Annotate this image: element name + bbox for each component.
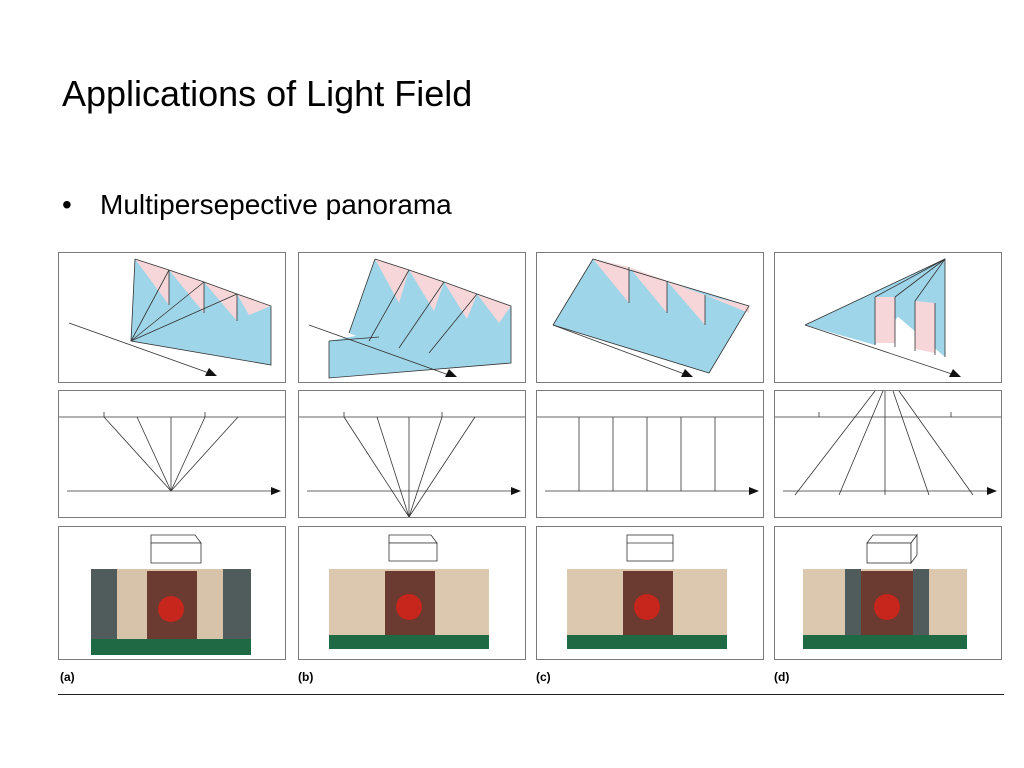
scene-panel-d	[774, 526, 1002, 660]
scene-panel-c	[536, 526, 764, 660]
bullet-dot: •	[62, 189, 72, 220]
figure-label-c: (c)	[536, 670, 551, 684]
slide-title: Applications of Light Field	[62, 73, 473, 114]
figure-grid: (a) (b) (c) (d)	[58, 252, 1004, 704]
figure-label-d: (d)	[774, 670, 790, 684]
ray-diagram-b	[298, 252, 526, 383]
scene-panel-b	[298, 526, 526, 660]
figure-label-b: (b)	[298, 670, 314, 684]
ray-schematic-d	[774, 390, 1002, 518]
figure-label-a: (a)	[60, 670, 75, 684]
ray-diagram-a	[58, 252, 286, 383]
bullet-text: Multipersepective panorama	[100, 189, 452, 220]
ray-diagram-c	[536, 252, 764, 383]
ray-schematic-b	[298, 390, 526, 518]
ray-schematic-a	[58, 390, 286, 518]
ray-schematic-c	[536, 390, 764, 518]
bullet-item: • Multipersepective panorama	[62, 189, 452, 221]
figure-rule	[58, 694, 1004, 695]
ray-diagram-d	[774, 252, 1002, 383]
scene-panel-a	[58, 526, 286, 660]
